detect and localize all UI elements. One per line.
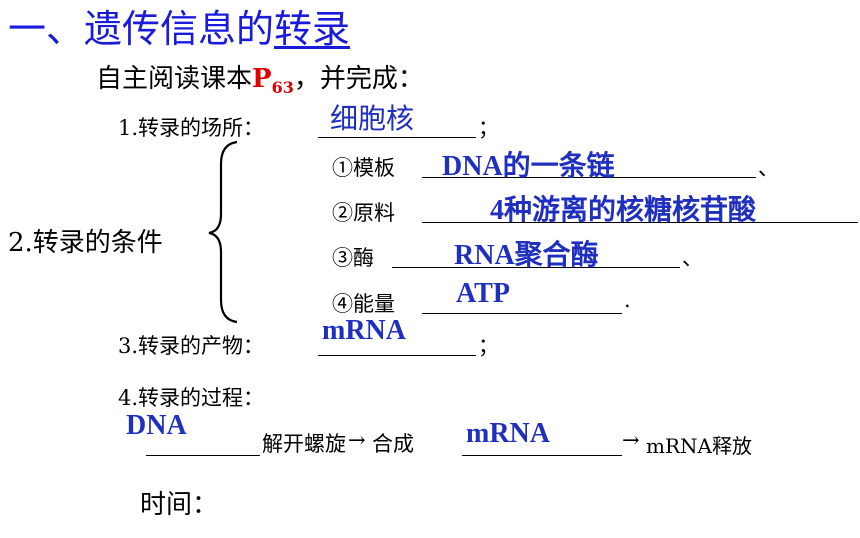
q1-answer: 细胞核 — [330, 102, 415, 135]
q2-label: 2.转录的条件 — [8, 228, 163, 258]
q3-blank — [318, 355, 476, 356]
title-underlined: 转录 — [274, 7, 351, 51]
q2-item-4-answer: ATP — [456, 278, 510, 309]
title-prefix: 一、遗传信息的 — [8, 7, 275, 51]
q2-item-1-label: ①模板 — [332, 156, 395, 180]
intro-suffix: ，并完成： — [293, 64, 424, 94]
q2-item-3-answer: RNA聚合酶 — [454, 240, 599, 271]
q2-item-3-end: 、 — [682, 246, 703, 270]
intro-line: 自主阅读课本P63，并完成： — [96, 58, 424, 97]
q3-end: ； — [478, 334, 499, 358]
q4-arrow-2: → — [622, 428, 640, 452]
q2-item-4-blank — [422, 313, 622, 314]
q2-item-2-label: ②原料 — [332, 201, 395, 225]
q1-end: ； — [478, 116, 499, 140]
q2-item-1-end: 、 — [758, 156, 779, 180]
page-letter: P — [252, 64, 272, 94]
q4-label: 4.转录的过程： — [118, 386, 265, 410]
q1-blank — [318, 137, 476, 138]
q2-item-2-blank — [422, 222, 858, 223]
q4-step-2: 合成 — [372, 432, 414, 456]
q4-answer-2: mRNA — [466, 418, 550, 449]
q4-answer-1: DNA — [126, 410, 187, 441]
q4-blank-2 — [462, 455, 622, 456]
q4-step-3: mRNA释放 — [646, 434, 752, 458]
q2-item-1-blank — [422, 177, 756, 178]
q4-blank-1 — [146, 455, 260, 456]
q2-item-3-blank — [392, 267, 680, 268]
curly-brace-icon — [208, 140, 238, 324]
q2-item-2-answer: 4种游离的核糖核苷酸 — [490, 195, 757, 226]
q2-item-4-label: ④能量 — [332, 292, 395, 316]
q2-item-1-answer: DNA的一条链 — [442, 151, 615, 182]
q4-step-1: 解开螺旋 — [262, 432, 346, 456]
intro-text: 自主阅读课本 — [96, 64, 253, 94]
q3-answer: mRNA — [322, 315, 406, 346]
page-title: 一、遗传信息的转录 — [8, 0, 350, 53]
q2-item-3-label: ③酶 — [332, 246, 374, 270]
q1-label: 1.转录的场所： — [118, 116, 265, 140]
q2-item-4-end: . — [624, 288, 631, 312]
q3-label: 3.转录的产物： — [118, 334, 265, 358]
time-label: 时间： — [140, 490, 219, 520]
q4-arrow-1: → — [348, 428, 366, 452]
page-number: 63 — [271, 78, 294, 98]
